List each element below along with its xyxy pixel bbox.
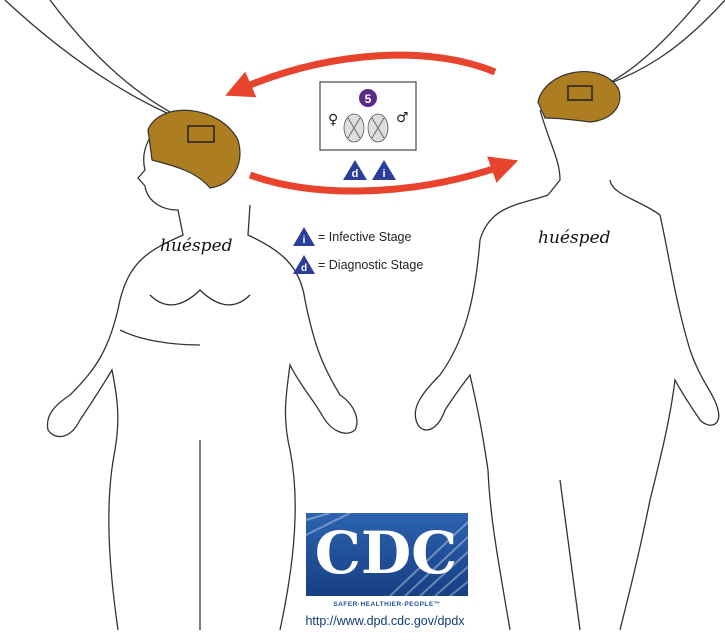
svg-text:i: i — [382, 168, 385, 180]
svg-text:i: i — [303, 235, 306, 246]
legend-diagnostic-icon: d — [293, 255, 315, 274]
badge-i-icon: i — [372, 160, 396, 180]
stage-number: 5 — [365, 92, 372, 106]
cdc-url-link[interactable]: http://www.dpd.cdc.gov/dpdx — [285, 614, 485, 628]
legend-diagnostic: = Diagnostic Stage — [318, 258, 423, 272]
cdc-logo-text: CDC — [315, 519, 458, 587]
legend-infective-icon: i — [293, 227, 315, 246]
cdc-logo: CDC SAFER·HEALTHIER·PEOPLE™ — [306, 513, 470, 608]
left-host-label: huésped — [160, 236, 233, 256]
left-brain-region — [148, 110, 240, 188]
male-symbol-icon: ♂ — [396, 110, 409, 126]
left-host-figure — [5, 0, 357, 630]
svg-text:d: d — [352, 168, 359, 180]
female-symbol-icon: ♀ — [328, 112, 338, 128]
legend-diagnostic-text: = Diagnostic Stage — [318, 258, 423, 272]
legend-infective-text: = Infective Stage — [318, 230, 411, 244]
badge-d-icon: d — [343, 160, 367, 180]
right-brain-region — [538, 72, 620, 122]
right-host-label: huésped — [538, 228, 611, 248]
svg-text:d: d — [301, 263, 307, 274]
cdc-tagline: SAFER·HEALTHIER·PEOPLE™ — [333, 601, 440, 608]
legend-infective: = Infective Stage — [318, 230, 411, 244]
